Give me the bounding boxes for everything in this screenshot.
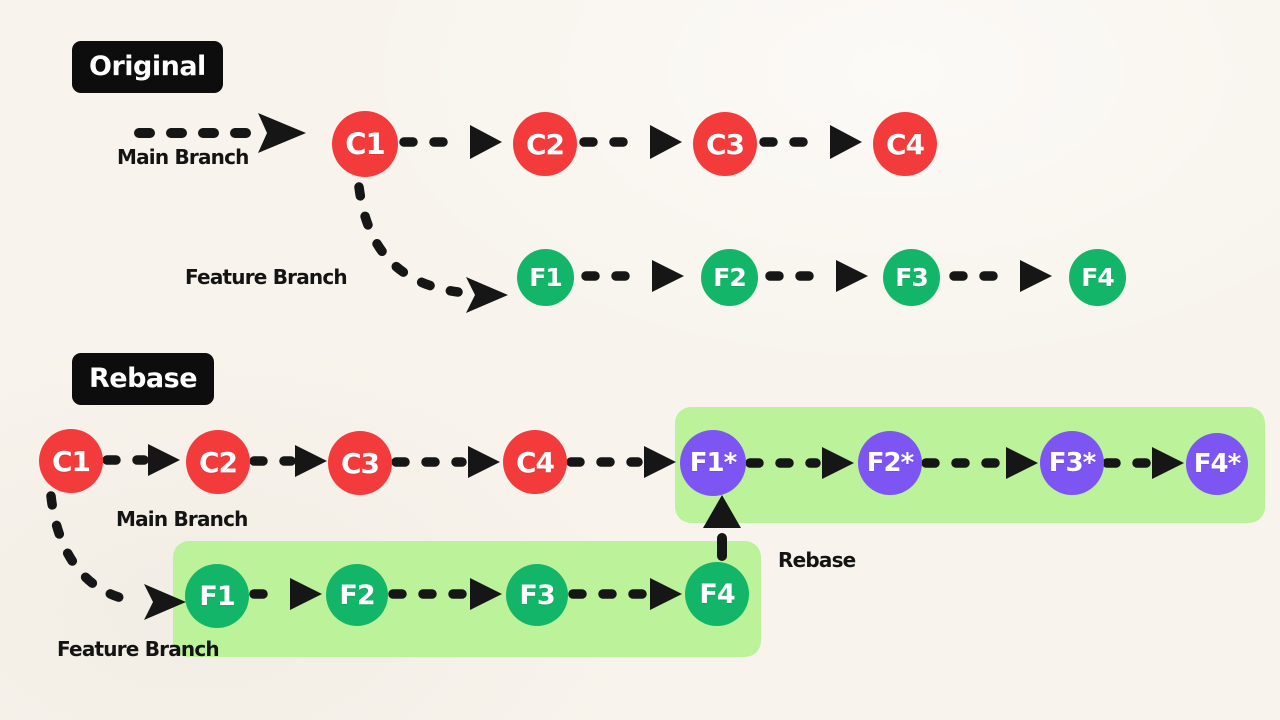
- arrow-rebase-c1-c2: [102, 444, 180, 476]
- rebase-main-branch-label: Main Branch: [116, 507, 248, 531]
- commit-node-rebase-c3: C3: [328, 431, 392, 495]
- commit-node-original-f3: F3: [883, 249, 940, 306]
- arrow-rebase-c3-c4: [391, 446, 500, 478]
- commit-node-rebase-f2star: F2*: [858, 431, 922, 495]
- arrow-rebase-c2-c3: [249, 445, 327, 477]
- rebase-arrow-label: Rebase: [778, 548, 856, 572]
- commit-node-original-f4: F4: [1069, 249, 1126, 306]
- arrow-rebase-f3-f4: [568, 578, 682, 610]
- commit-node-rebase-f2: F2: [326, 564, 388, 626]
- arrow-original-f2-f3: [765, 260, 868, 292]
- commit-node-rebase-f1: F1: [185, 564, 249, 628]
- arrow-original-c3-c4: [759, 125, 862, 159]
- arrow-rebase-c4-f1star: [566, 446, 676, 478]
- arrow-rebase-f2star-f3star: [921, 447, 1038, 479]
- commit-node-rebase-c2: C2: [186, 430, 250, 494]
- commit-node-rebase-c4: C4: [503, 430, 567, 494]
- arrow-rebase-f1star-f2star: [745, 447, 854, 479]
- arrow-rebase-f2-f3: [388, 578, 502, 610]
- commit-node-original-c2: C2: [513, 112, 577, 176]
- commit-node-original-c1: C1: [332, 111, 398, 177]
- arrow-original-f1-f2: [581, 260, 684, 292]
- arrow-rebase-f4-up-to-f1star: [703, 495, 741, 561]
- commit-node-rebase-f3star: F3*: [1040, 431, 1104, 495]
- commit-node-rebase-c1: C1: [39, 429, 103, 493]
- arrow-rebase-c1-to-f1-curve: [46, 491, 186, 620]
- commit-node-original-f2: F2: [701, 249, 758, 306]
- commit-node-rebase-f4star: F4*: [1186, 433, 1248, 495]
- arrow-original-c2-c3: [579, 125, 682, 159]
- original-feature-branch-label: Feature Branch: [185, 265, 348, 289]
- arrow-rebase-f3star-f4star: [1102, 447, 1184, 479]
- arrow-original-main-entry: [134, 113, 306, 153]
- arrow-original-c1-c2: [399, 125, 502, 159]
- arrow-rebase-f1-f2: [249, 578, 322, 610]
- original-main-branch-label: Main Branch: [117, 145, 249, 169]
- commit-node-original-f1: F1: [517, 249, 574, 306]
- commit-node-rebase-f1star: F1*: [680, 430, 746, 496]
- commit-node-rebase-f3: F3: [506, 564, 568, 626]
- rebase-section-title: Rebase: [72, 353, 215, 405]
- arrow-original-f3-f4: [949, 260, 1052, 292]
- commit-node-original-c4: C4: [873, 112, 937, 176]
- commit-node-original-c3: C3: [693, 112, 757, 176]
- rebase-feature-branch-label: Feature Branch: [57, 637, 220, 661]
- arrow-original-c1-to-f1-curve: [354, 182, 508, 313]
- commit-node-rebase-f4: F4: [685, 562, 749, 626]
- original-section-title: Original: [72, 41, 223, 93]
